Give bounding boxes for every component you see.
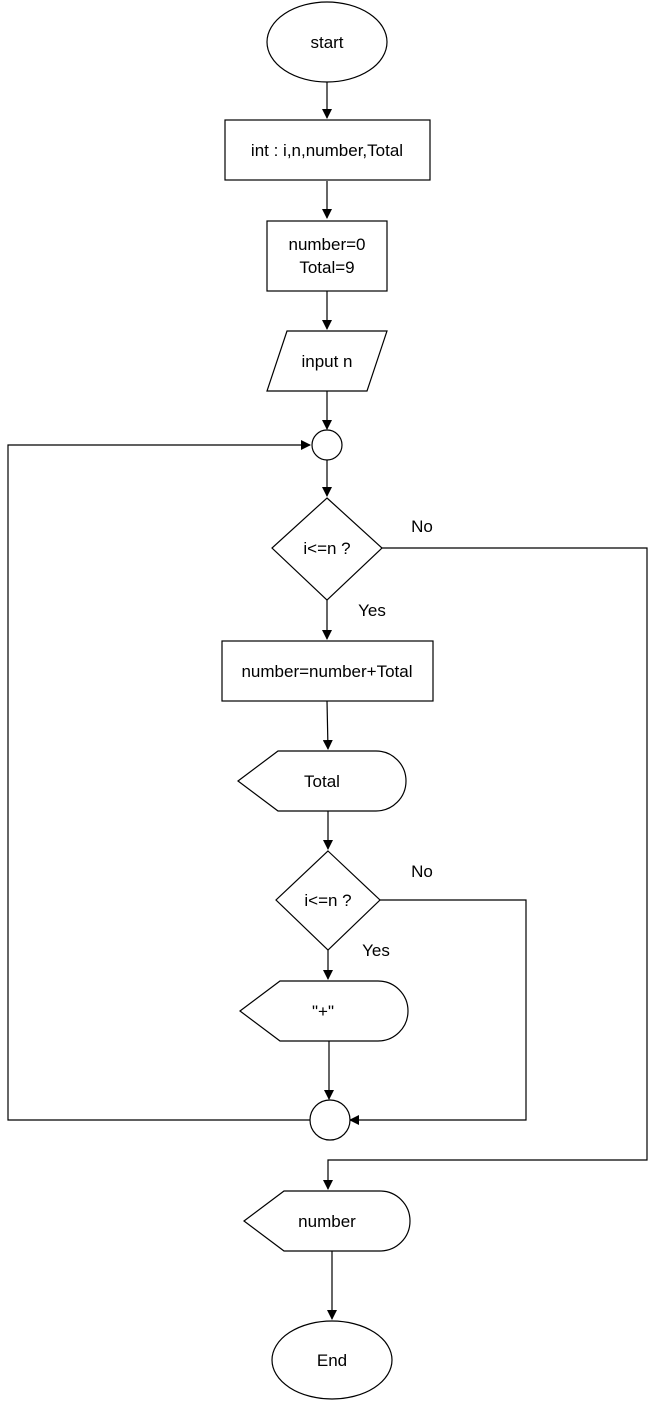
start-node: start: [266, 1, 388, 83]
decision2-no-label: No: [411, 862, 433, 881]
start-label: start: [310, 33, 343, 52]
edge-decision2-no: [349, 899, 527, 1125]
join-connector-top: [311, 429, 343, 461]
init-node: number=0 Total=9: [266, 220, 388, 292]
decision1-node: i<=n ?: [271, 497, 383, 601]
join-connector-bottom: [309, 1099, 351, 1141]
decision1-no-label: No: [411, 517, 433, 536]
display-plus-label: "+": [312, 1002, 334, 1021]
edge-process-to-total: [322, 700, 333, 750]
edge-loop-back: [7, 440, 311, 1121]
edges: [7, 82, 648, 1320]
decision2-yes-label: Yes: [362, 941, 390, 960]
init-line-1: number=0: [288, 235, 365, 254]
display-number-node: number: [243, 1190, 411, 1252]
declare-label: int : i,n,number,Total: [251, 141, 403, 160]
declare-node: int : i,n,number,Total: [224, 119, 431, 181]
end-node: End: [271, 1320, 393, 1400]
decision1-yes-label: Yes: [358, 601, 386, 620]
process-label: number=number+Total: [241, 662, 412, 681]
edge-decision1-no: [323, 547, 648, 1190]
decision1-label: i<=n ?: [303, 539, 350, 558]
decision2-label: i<=n ?: [304, 891, 351, 910]
display-number-label: number: [298, 1212, 356, 1231]
decision2-node: i<=n ?: [275, 850, 381, 951]
display-total-node: Total: [237, 750, 407, 812]
end-label: End: [317, 1351, 347, 1370]
process-node: number=number+Total: [221, 640, 434, 702]
input-node: input n: [266, 330, 388, 392]
display-plus-node: "+": [239, 980, 409, 1042]
input-label: input n: [301, 352, 352, 371]
init-line-2: Total=9: [299, 258, 354, 277]
display-total-label: Total: [304, 772, 340, 791]
